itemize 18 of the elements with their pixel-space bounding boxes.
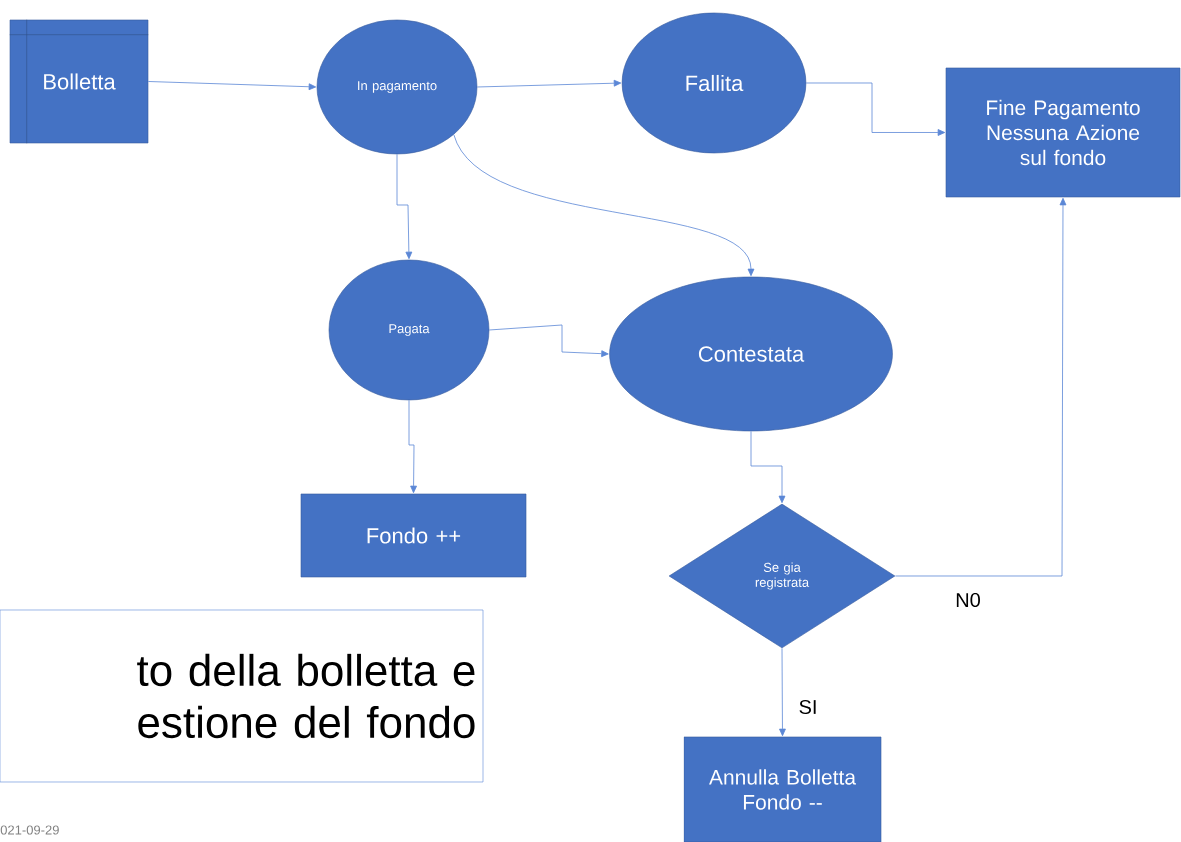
storage-box: Bolletta [9,19,149,144]
arrow [476,79,622,88]
arrow [453,134,755,277]
process-box: Fine Pagamento Nessuna Azione sul fondo [945,67,1181,198]
edge-label: N0 [954,591,982,609]
edge-label: SI [797,698,819,716]
process-box: Annulla Bolletta Fondo -- [683,736,882,842]
title-box: to della bolletta e estione del fondo [0,609,484,783]
arrow [805,82,946,136]
date-label: 021-09-29 [0,825,59,835]
arrow [488,324,609,358]
arrow [396,153,413,260]
arrow [779,647,786,737]
arrow [750,430,786,504]
arrow [894,197,1067,577]
arrow [408,399,417,494]
process-box: Fondo ++ [300,493,527,578]
arrow [147,81,317,91]
